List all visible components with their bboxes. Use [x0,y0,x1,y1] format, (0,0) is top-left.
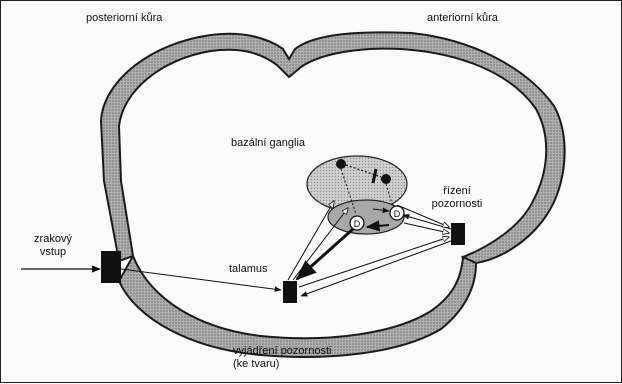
label-anterior-cortex: anteriorní kůra [427,12,498,25]
label-posterior-cortex: posteriorní kůra [86,12,162,25]
control-to-ganglia-arrow [403,215,451,229]
d-node-lower-label: D [354,219,361,229]
label-visual-input: zrakový vstup [23,233,83,259]
thalamus-to-ganglia-arrow-2 [293,208,348,280]
d-node-upper-label: D [394,209,401,219]
thalamus-node [283,281,297,303]
label-attention-expression: vyjádření pozornosti (ke tvaru) [233,345,331,371]
label-thalamus: talamus [229,263,268,276]
control-to-thalamus-arrow [301,241,451,296]
ganglia-node-left [336,159,346,169]
label-attention-control-line1: řízení [417,185,497,198]
label-attention-control-line2: pozornosti [417,198,497,211]
attention-control-node [451,223,465,245]
thalamus-to-control-arrow [299,237,449,287]
ganglia-node-right [381,174,391,184]
label-visual-input-line2: vstup [23,246,83,259]
label-visual-input-line1: zrakový [23,233,83,246]
label-basal-ganglia: bazální ganglia [231,137,305,150]
visual-input-node [101,251,121,283]
label-attention-expression-line2: (ke tvaru) [233,358,331,371]
label-attention-expression-line1: vyjádření pozornosti [233,345,331,358]
label-attention-control: řízení pozornosti [417,185,497,211]
